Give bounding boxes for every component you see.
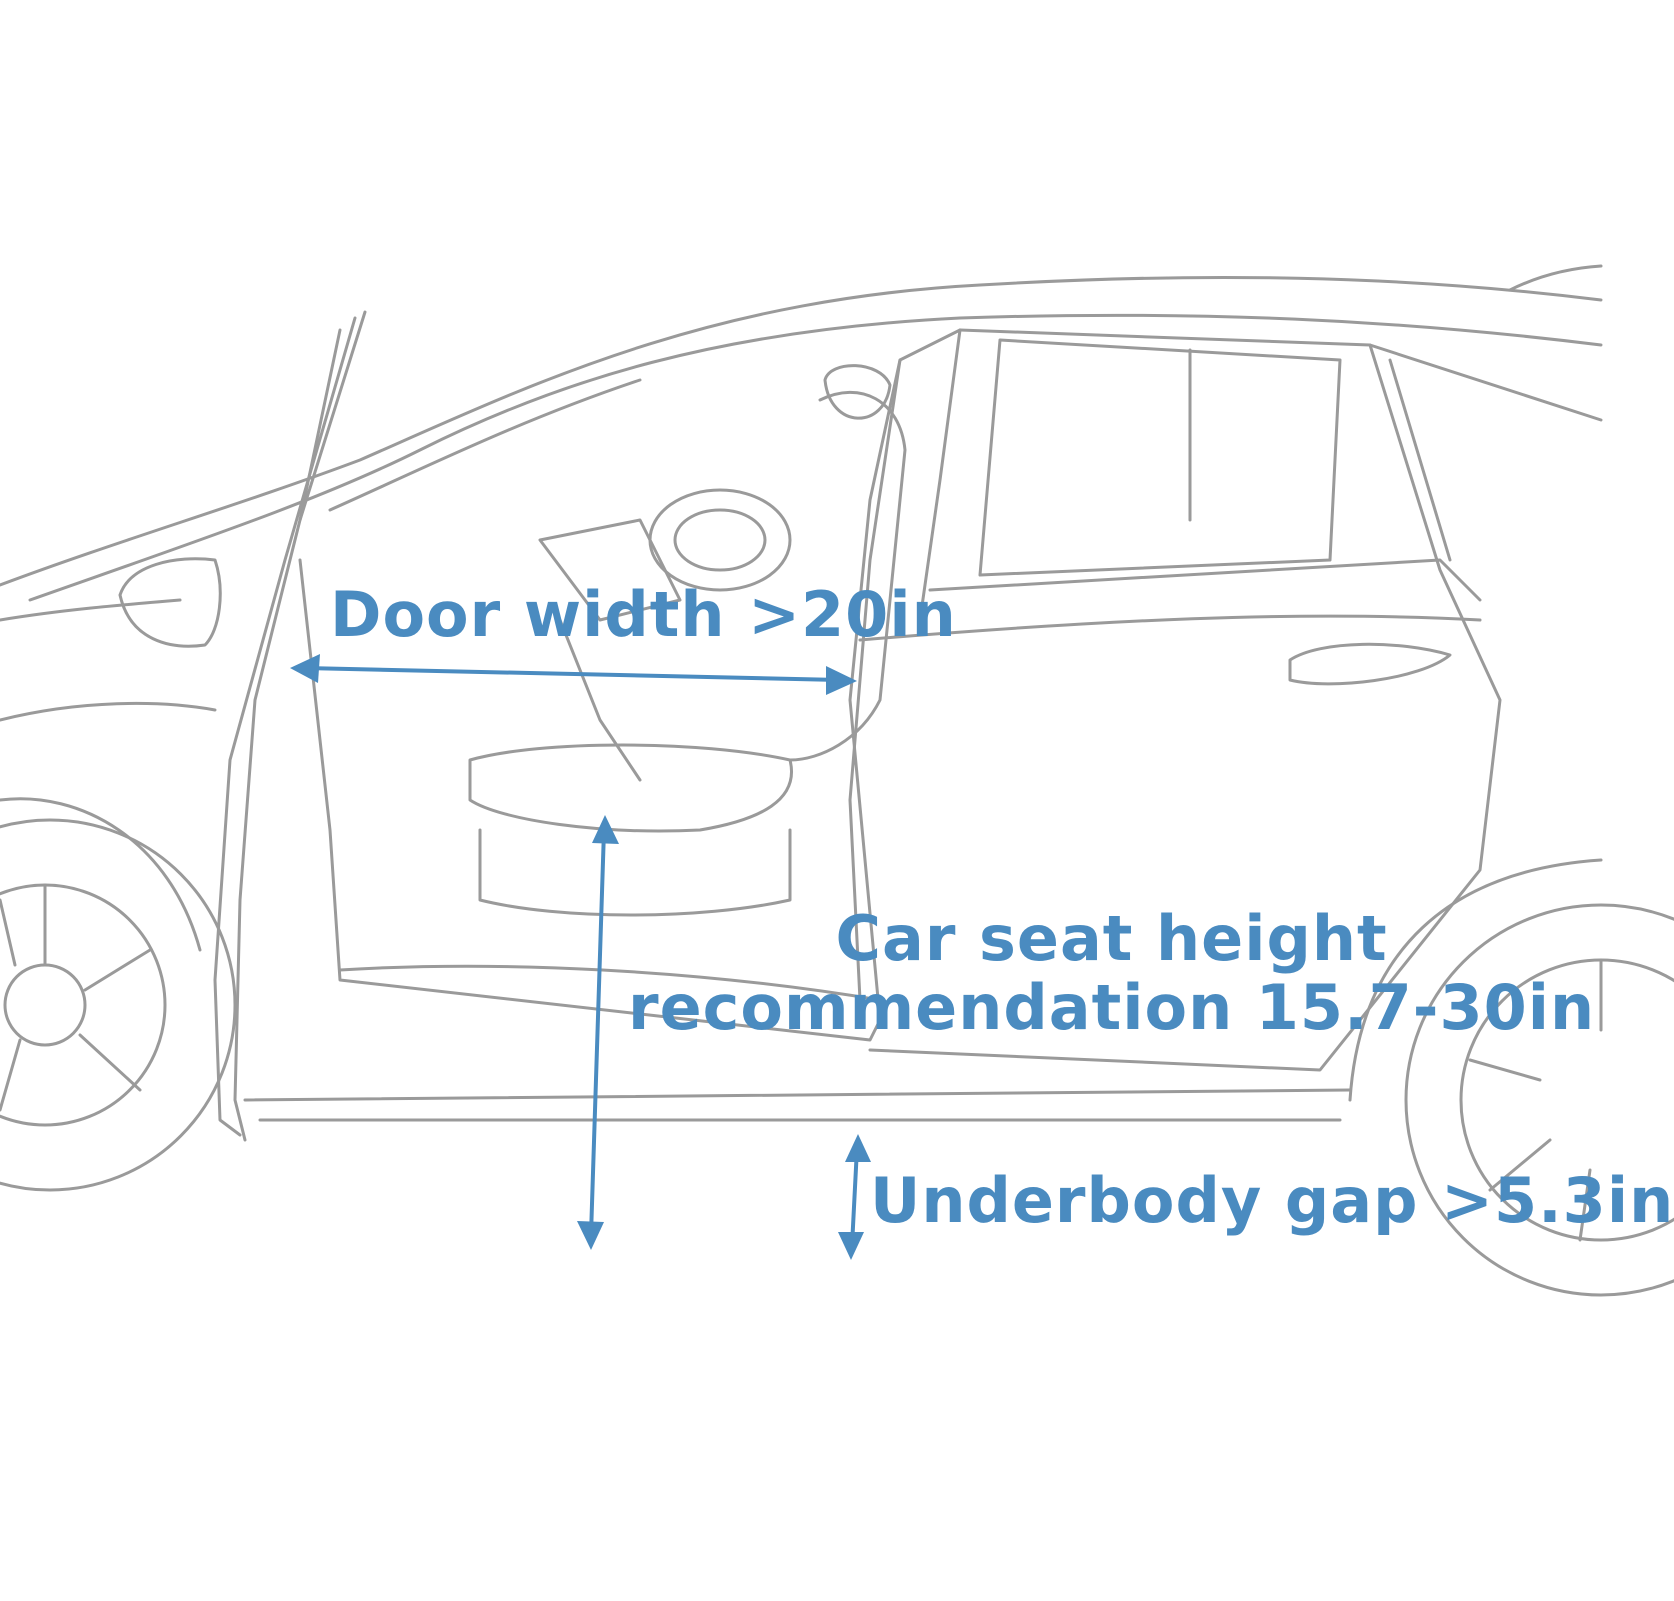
seat-height-label-line2: recommendation 15.7-30in bbox=[628, 971, 1596, 1045]
seat-base bbox=[478, 828, 792, 917]
quarter-window bbox=[1368, 343, 1603, 422]
open-door-outer bbox=[233, 310, 367, 1142]
roof-line bbox=[0, 275, 1603, 587]
c-pillar bbox=[1388, 358, 1452, 562]
steering-wheel-inner bbox=[673, 508, 767, 572]
door-width-label: Door width >20in bbox=[330, 578, 957, 651]
underbody-gap-label: Underbody gap >5.3in bbox=[870, 1164, 1674, 1237]
front-wheel-spokes bbox=[0, 883, 152, 1112]
front-wheel-outer bbox=[0, 818, 237, 1192]
rocker-panel bbox=[243, 1088, 1352, 1102]
seat-cushion bbox=[468, 743, 793, 833]
seat-height-label-line1: Car seat height bbox=[835, 902, 1388, 975]
rear-wheel-arch bbox=[1348, 858, 1603, 1102]
headrest bbox=[823, 364, 892, 420]
spoiler bbox=[1508, 264, 1603, 292]
steering-wheel bbox=[648, 488, 792, 592]
door-width-arrow-right-head bbox=[826, 666, 857, 695]
rear-window bbox=[978, 338, 1342, 577]
underbody-gap-arrow-bottom-head bbox=[838, 1232, 864, 1260]
rear-wheel-outer bbox=[1404, 903, 1674, 1297]
side-mirror bbox=[118, 557, 222, 648]
seat-height-arrow-bottom-head bbox=[577, 1221, 604, 1250]
windshield bbox=[328, 378, 642, 512]
rear-wheel-spokes bbox=[1468, 958, 1603, 1242]
body-sculpt-line bbox=[858, 614, 1482, 642]
floor bbox=[338, 964, 882, 1002]
door-beltline bbox=[928, 558, 1482, 602]
open-door-inner bbox=[213, 316, 357, 1137]
door-opening bbox=[298, 328, 962, 1042]
seat-height-arrow-line bbox=[589, 828, 606, 1237]
center-console bbox=[558, 618, 642, 782]
front-wheel-hub bbox=[3, 963, 87, 1047]
underbody-gap-arrow-top-head bbox=[845, 1134, 871, 1162]
b-pillar bbox=[848, 358, 902, 1002]
diagram-canvas: Door width >20in Car seat height recomme… bbox=[0, 264, 1674, 1297]
door-width-arrow-line bbox=[303, 666, 842, 682]
b-pillar-outer bbox=[918, 328, 962, 622]
door-handle bbox=[1288, 642, 1452, 686]
dashboard bbox=[538, 518, 682, 622]
hood-line bbox=[0, 598, 182, 622]
seat-height-label: Car seat height recommendation 15.7-30in bbox=[628, 904, 1595, 1043]
door-width-arrow-left-head bbox=[290, 654, 320, 683]
front-wheel-arch bbox=[0, 797, 202, 952]
seat-height-arrow-top-head bbox=[592, 815, 619, 844]
front-fender bbox=[0, 701, 217, 722]
roof-inner-line bbox=[28, 313, 1603, 602]
underbody-gap-arrow-line bbox=[850, 1146, 859, 1248]
car-sketch bbox=[0, 264, 1674, 1297]
seat-back bbox=[788, 390, 907, 762]
